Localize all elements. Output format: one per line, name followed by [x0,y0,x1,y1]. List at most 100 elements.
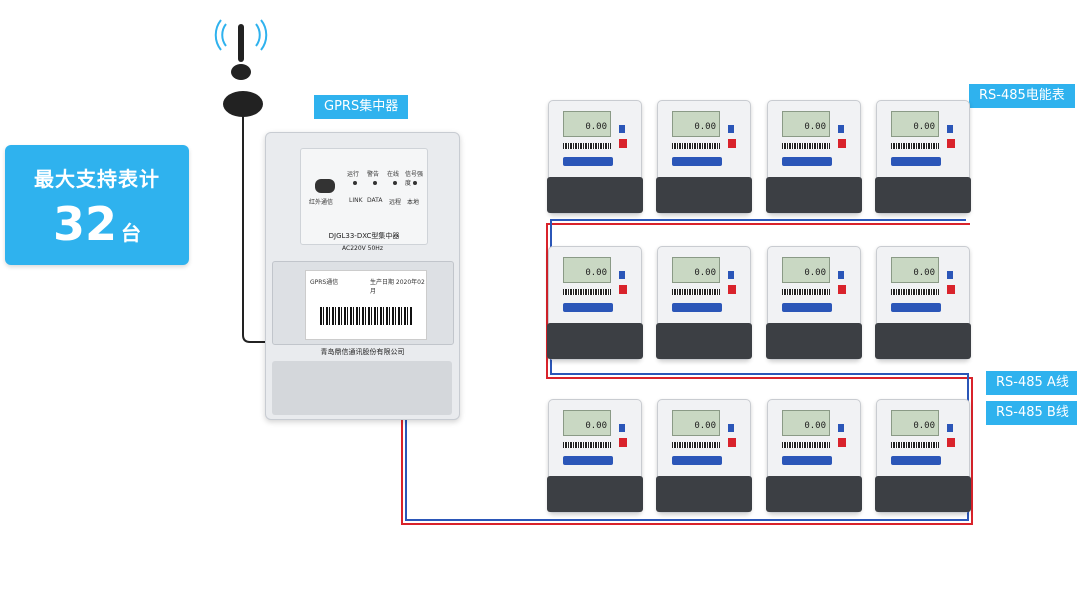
meter-barcode [891,143,939,149]
meter-barcode [782,289,830,295]
meter-stripe [672,303,722,312]
meter-red-button [728,285,736,294]
meter-terminal-base [547,476,643,512]
rs485-b-line [405,219,969,521]
rs485-meter: 0.00 [547,399,643,513]
meter-red-button [947,285,955,294]
panel-label: 本地 [407,199,420,206]
meter-blue-button [728,424,734,432]
meter-red-button [619,438,627,447]
rs485-meter-tag: RS-485电能表 [969,84,1075,108]
meter-blue-button [947,271,953,279]
production-date: 生产日期 2020年02月 [370,279,425,295]
meter-barcode [563,143,611,149]
meter-display: 0.00 [563,257,611,283]
panel-label: LINK [349,197,363,204]
meter-display: 0.00 [891,257,939,283]
meter-terminal-base [875,177,971,213]
module-cover: GPRS通信 生产日期 2020年02月 [272,261,454,345]
meter-stripe [672,157,722,166]
module-title: GPRS通信 [310,279,339,286]
gprs-concentrator-tag: GPRS集中器 [314,95,409,119]
company-name: 青岛鼎信通讯股份有限公司 [320,348,405,356]
panel-label: 在线 [387,171,400,178]
meter-stripe [782,456,832,465]
count-unit: 台 [121,221,141,245]
meter-blue-button [728,125,734,133]
rs485-meter: 0.00 [547,246,643,360]
rs485-meter: 0.00 [656,399,752,513]
rs485-meter: 0.00 [656,100,752,214]
concentrator-model: DJGL33-DXC型集中器 [328,232,400,240]
meter-terminal-base [875,323,971,359]
meter-red-button [728,139,736,148]
meter-red-button [838,139,846,148]
meter-display: 0.00 [672,410,720,436]
meter-barcode [672,442,720,448]
meter-barcode [563,289,611,295]
meter-red-button [838,438,846,447]
meter-stripe [782,157,832,166]
meter-terminal-base [656,177,752,213]
meter-display: 0.00 [672,257,720,283]
meter-display: 0.00 [782,410,830,436]
led-icon [413,181,417,185]
meter-display: 0.00 [563,111,611,137]
meter-blue-button [947,125,953,133]
rs485-a-line [401,223,973,525]
meter-blue-button [619,125,625,133]
module-label: GPRS通信 生产日期 2020年02月 [305,270,427,340]
meter-barcode [891,442,939,448]
rs485-meter: 0.00 [656,246,752,360]
meter-blue-button [728,271,734,279]
ir-label: 红外通信 [309,199,334,206]
meter-terminal-base [766,323,862,359]
meter-barcode [891,289,939,295]
rs485-meter: 0.00 [547,100,643,214]
meter-stripe [891,456,941,465]
meter-barcode [672,143,720,149]
meter-terminal-base [547,177,643,213]
rs485-b-tag: RS-485 B线 [986,401,1077,425]
rs485-meter: 0.00 [875,399,971,513]
led-icon [393,181,397,185]
meter-display: 0.00 [782,111,830,137]
meter-stripe [563,303,613,312]
meter-display: 0.00 [782,257,830,283]
meter-terminal-base [875,476,971,512]
panel-label: 运行 [347,171,360,178]
meter-terminal-base [766,177,862,213]
meter-stripe [782,303,832,312]
rs485-meter: 0.00 [875,100,971,214]
meter-blue-button [838,271,844,279]
terminal-block [272,361,452,415]
led-icon [373,181,377,185]
meter-barcode [782,143,830,149]
antenna-cable [242,110,268,343]
concentrator-voltage: AC220V 50Hz [342,245,383,252]
meter-barcode [782,442,830,448]
meter-blue-button [947,424,953,432]
rs485-meter: 0.00 [766,246,862,360]
panel-label: 信号强度 [405,171,424,187]
meter-terminal-base [547,323,643,359]
meter-red-button [619,285,627,294]
meter-red-button [838,285,846,294]
barcode [320,307,412,325]
meter-display: 0.00 [891,410,939,436]
rs485-a-tag: RS-485 A线 [986,371,1077,395]
meter-terminal-base [656,476,752,512]
panel-label: DATA [367,197,383,204]
count-value: 32 [52,197,117,251]
meter-display: 0.00 [563,410,611,436]
panel-label: 远程 [389,199,402,206]
card-title: 最大支持表计 [34,167,160,191]
meter-blue-button [838,125,844,133]
meter-stripe [672,456,722,465]
meter-blue-button [838,424,844,432]
meter-red-button [947,438,955,447]
meter-blue-button [619,271,625,279]
